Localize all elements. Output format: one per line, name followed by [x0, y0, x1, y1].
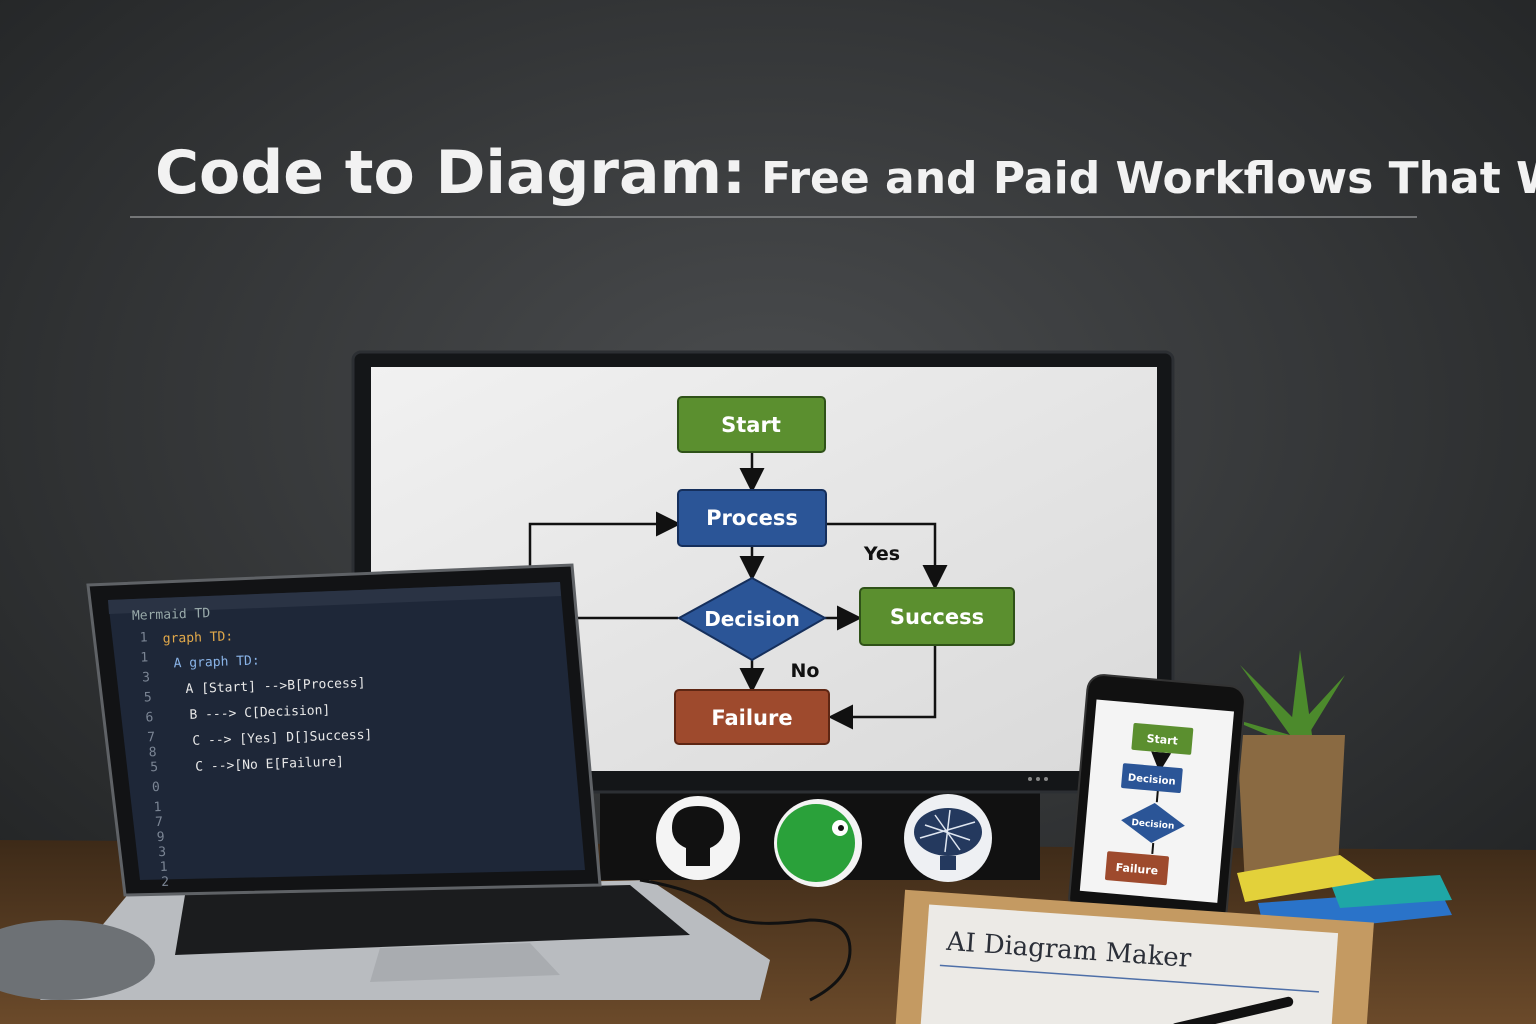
code-line: A [Start] -->B[Process]: [185, 676, 365, 697]
svg-text:5: 5: [150, 760, 158, 775]
cable: [639, 878, 852, 1002]
code-line: A graph TD:: [173, 653, 260, 671]
paper-document: AI Diagram Maker: [895, 889, 1374, 1024]
svg-text:8: 8: [148, 745, 156, 760]
plant-pot: [1237, 735, 1345, 885]
code-line: graph TD:: [163, 629, 234, 646]
node-decision: [676, 576, 828, 662]
svg-text:9: 9: [156, 830, 164, 845]
svg-text:Success: Success: [890, 605, 984, 629]
line-numbers: 1 1 3 5 6 7 8 5 0 1 7 9 3 1 2: [139, 630, 169, 890]
brain-network-icon: [904, 794, 992, 882]
code-line: C -->[No E[Failure]: [195, 755, 344, 775]
svg-text:1: 1: [159, 860, 167, 875]
github-icon: [656, 796, 740, 880]
svg-text:Decision: Decision: [1131, 818, 1175, 832]
node-start: [677, 396, 826, 453]
potted-plant: [1220, 650, 1345, 885]
node-process: [677, 489, 827, 547]
edge-process-success: [826, 522, 948, 590]
label-no: No: [791, 660, 820, 682]
svg-text:Decision: Decision: [1127, 773, 1176, 788]
coffee-cup: [0, 920, 155, 1000]
label-yes: Yes: [863, 543, 900, 565]
svg-text:Decision: Decision: [704, 607, 800, 631]
phone-node-failure: [1105, 851, 1169, 886]
phone-node-diamond: [1121, 802, 1185, 843]
title: Code to Diagram: Free and Paid Workflows…: [155, 138, 1536, 208]
node-failure: [674, 689, 830, 745]
svg-text:Start: Start: [721, 413, 781, 437]
svg-text:2: 2: [161, 875, 169, 890]
svg-text:7: 7: [147, 730, 155, 745]
svg-text:1: 1: [153, 800, 161, 815]
code-line: C --> [Yes] D[]Success]: [192, 728, 372, 749]
svg-text:0: 0: [152, 780, 160, 795]
svg-text:3: 3: [142, 670, 150, 685]
node-success: [859, 587, 1015, 646]
svg-text:Start: Start: [1146, 732, 1178, 748]
edge-success-failure: [828, 645, 937, 730]
code-editor: Mermaid TD 1 1 3 5 6 7 8 5 0 1 7 9 3 1 2…: [132, 606, 373, 890]
svg-text:Failure: Failure: [711, 706, 792, 730]
keyboard: [175, 885, 690, 955]
green-chameleon-icon: [774, 799, 862, 887]
phone-node-start: [1131, 723, 1194, 755]
svg-text:7: 7: [155, 815, 163, 830]
trackpad: [370, 943, 560, 982]
code-line: B ---> C[Decision]: [189, 703, 330, 723]
flowchart: [528, 452, 948, 730]
flowchart-nodes: Start Process Decision Success Failure Y…: [674, 396, 1015, 745]
phone: Start Decision Decision Failure: [1068, 674, 1246, 927]
svg-text:5: 5: [144, 690, 152, 705]
svg-text:6: 6: [145, 710, 153, 725]
laptop-screen: [108, 582, 585, 880]
phone-node-decision: [1121, 763, 1183, 794]
svg-text:Mermaid TD: Mermaid TD: [132, 606, 211, 624]
laptop: [40, 563, 770, 1000]
svg-text:3: 3: [158, 845, 166, 860]
svg-text:1: 1: [139, 630, 147, 645]
svg-text:1: 1: [140, 650, 148, 665]
svg-text:Process: Process: [706, 506, 798, 530]
svg-text:Failure: Failure: [1115, 861, 1159, 878]
